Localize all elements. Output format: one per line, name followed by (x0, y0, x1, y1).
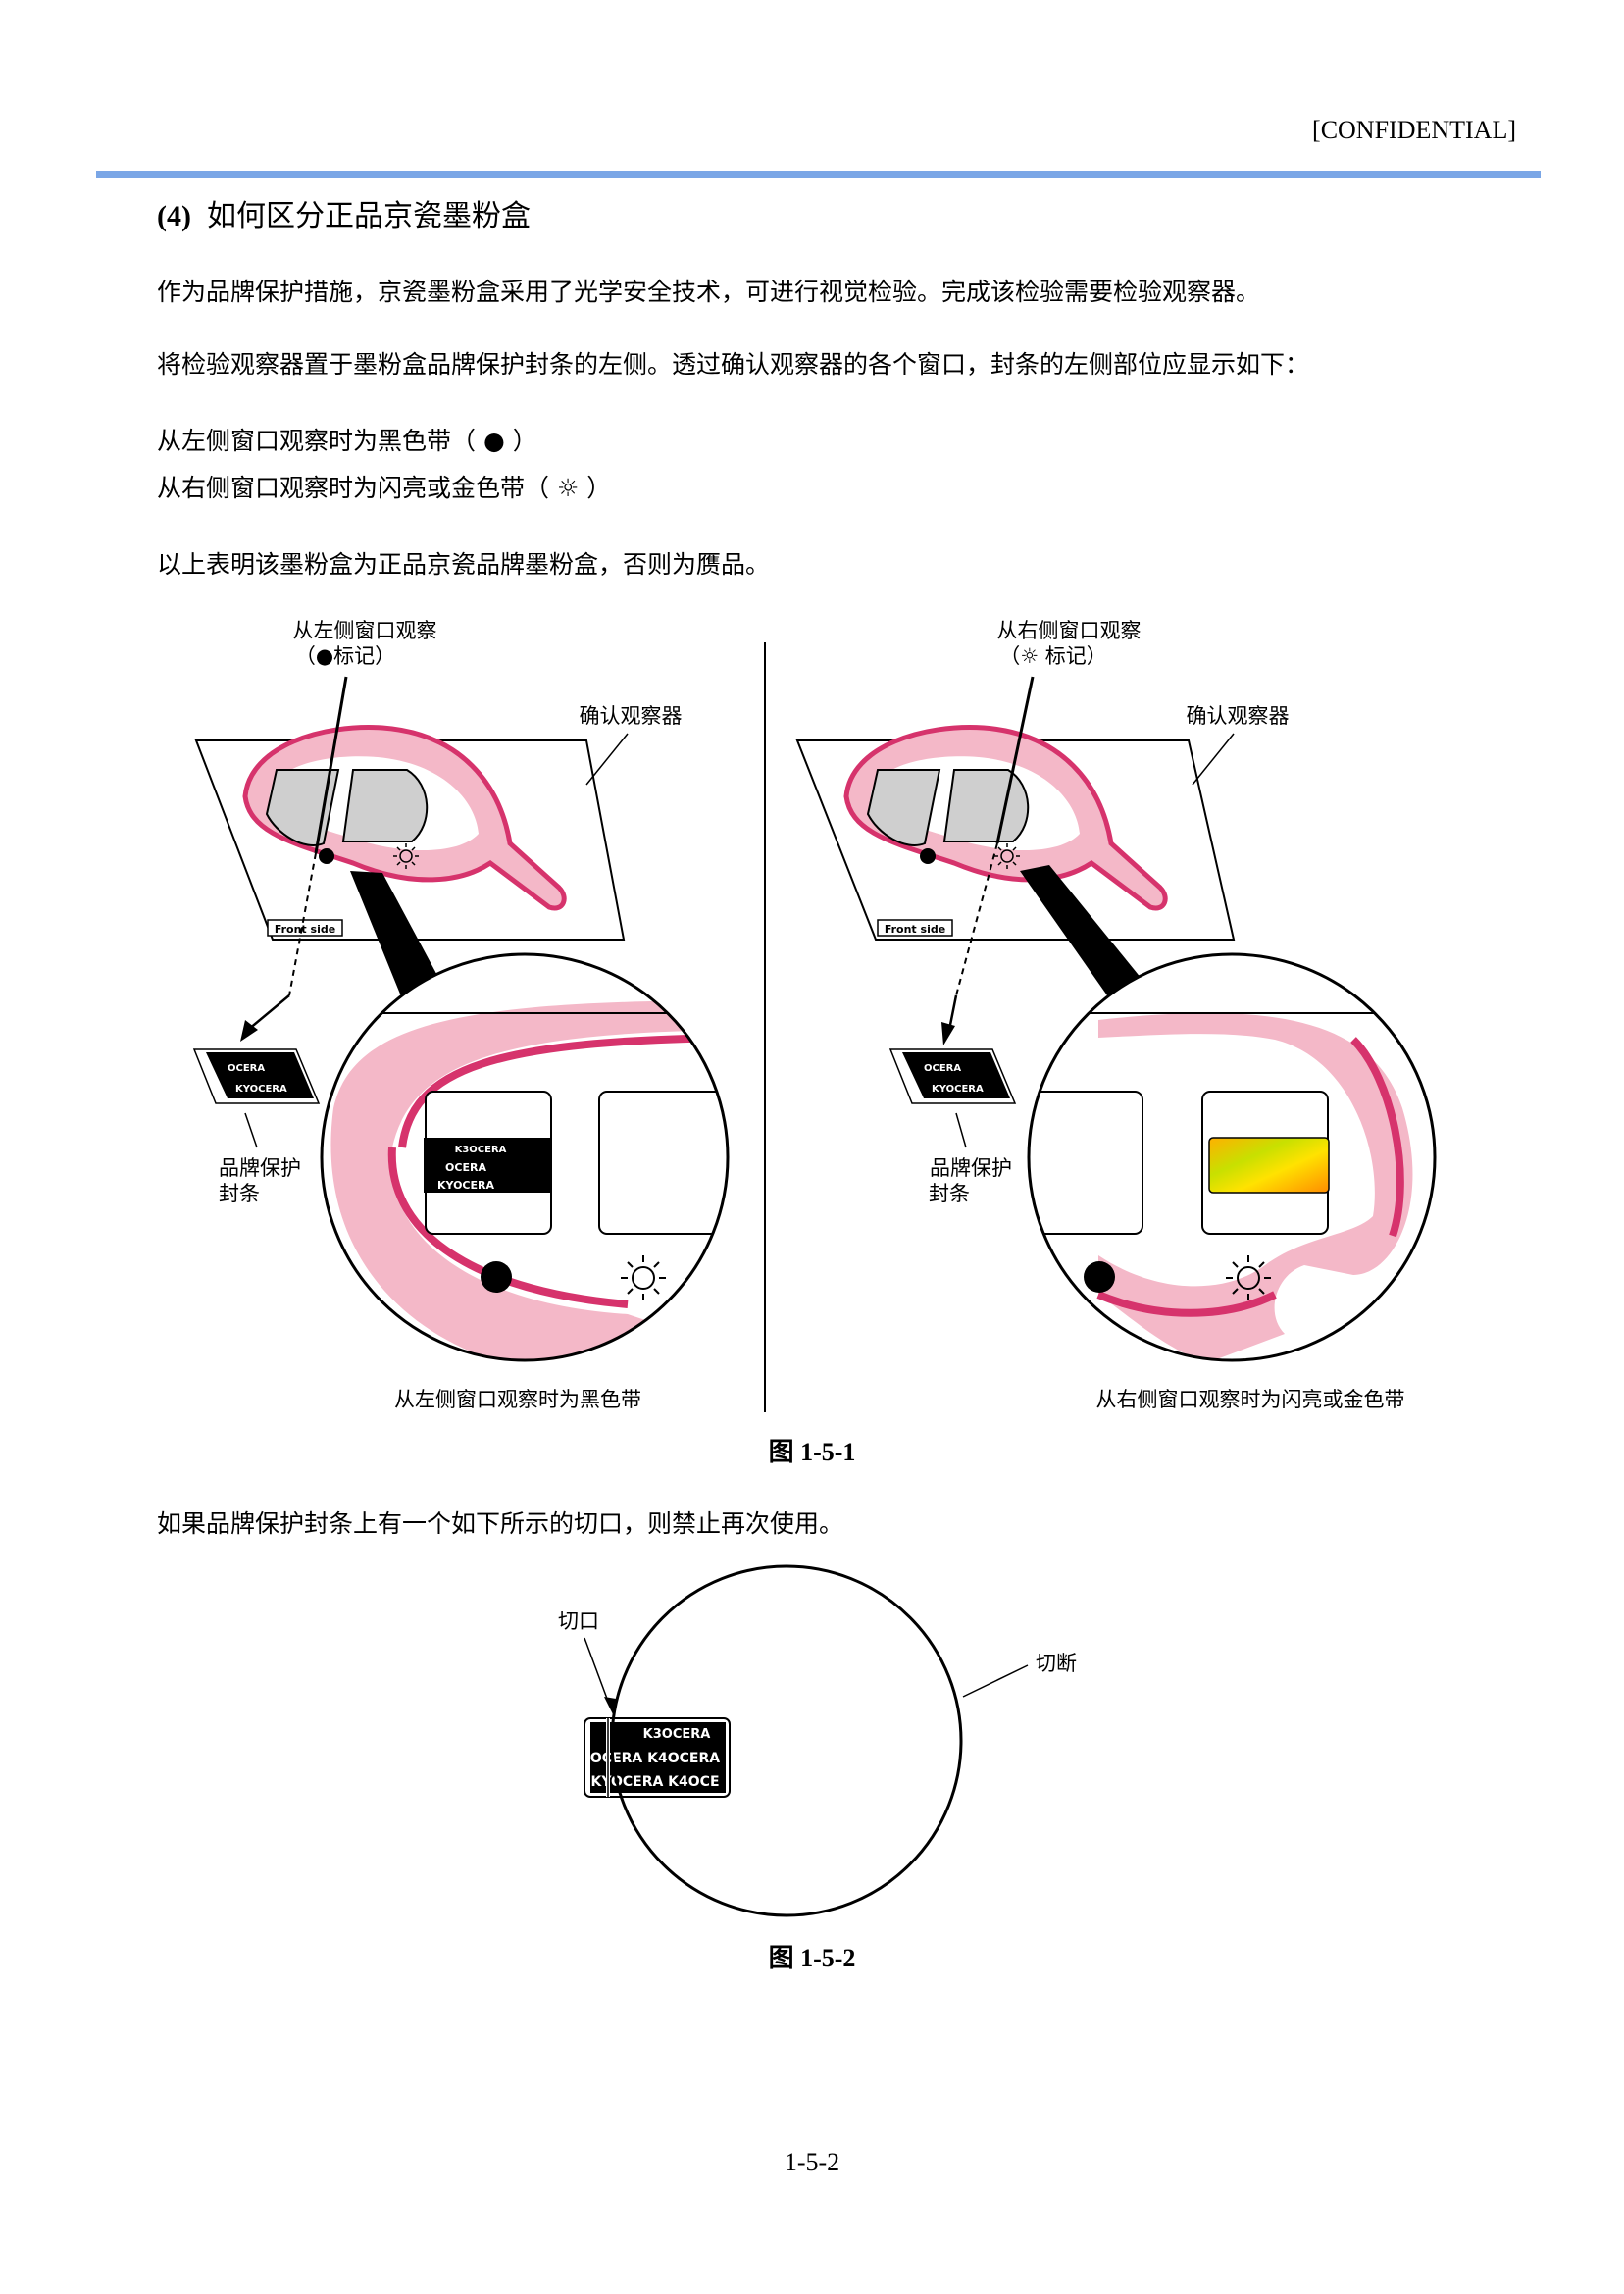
seal-small-left: OCERA KYOCERA (192, 1048, 321, 1104)
cut-circle (610, 1564, 963, 1917)
svg-text:KYOCERA K4OCE: KYOCERA K4OCE (590, 1774, 719, 1790)
section-number: (4) (157, 200, 191, 232)
gold-band (1208, 1137, 1330, 1194)
figure-2-caption: 图 1-5-2 (768, 1944, 856, 1972)
window-right-2 (942, 769, 1030, 842)
svg-text:OCERA: OCERA (924, 1063, 961, 1074)
figure-2: K3OCERA OCERA K4OCERA KYOCERA K4OCE 切口 切… (0, 1559, 1624, 1952)
seal-label-left-2: 封条 (219, 1182, 260, 1205)
svg-text:OCERA: OCERA (228, 1063, 265, 1074)
window-left-2 (341, 769, 429, 842)
confidential-label: [CONFIDENTIAL] (1312, 116, 1516, 144)
window-right-1 (866, 769, 941, 846)
window-left-1 (265, 769, 340, 846)
seal-label-left-1: 品牌保护 (219, 1156, 301, 1180)
right-title-2: （☼ 标记） (999, 644, 1107, 668)
svg-text:OCERA: OCERA (445, 1161, 486, 1174)
paragraph-1: 作为品牌保护措施，京瓷墨粉盒采用了光学安全技术，可进行视觉检验。完成该检验需要检… (157, 278, 1261, 306)
svg-text:K3OCERA: K3OCERA (643, 1727, 711, 1742)
zoom-circle-right (1027, 952, 1437, 1362)
paragraph-5: 以上表明该墨粉盒为正品京瓷品牌墨粉盒，否则为赝品。 (157, 550, 771, 579)
svg-text:K3OCERA: K3OCERA (455, 1145, 507, 1155)
left-bottom-caption: 从左侧窗口观察时为黑色带 (394, 1388, 641, 1411)
front-side-label-left: Front side (275, 923, 335, 936)
left-title-2: （●标记） (295, 644, 395, 668)
paragraph-4: 从右侧窗口观察时为闪亮或金色带（ ☼ ） (157, 474, 612, 502)
right-panel: Front side 确认观察器 从右侧窗口观察 （☼ 标记） OCERA KY… (795, 619, 1437, 1411)
svg-text:KYOCERA: KYOCERA (932, 1084, 984, 1095)
right-title-1: 从右侧窗口观察 (997, 619, 1142, 642)
right-bottom-caption: 从右侧窗口观察时为闪亮或金色带 (1096, 1388, 1405, 1411)
seal-small-right: OCERA KYOCERA (888, 1048, 1017, 1104)
sun-mark-right (994, 843, 1020, 869)
paragraph-2: 将检验观察器置于墨粉盒品牌保护封条的左侧。透过确认观察器的各个窗口，封条的左侧部… (157, 350, 1310, 379)
seal-zoom-left: K3OCERA OCERA KYOCERA (424, 1138, 551, 1193)
cut-label: 切断 (1036, 1652, 1077, 1675)
seal-label-right-1: 品牌保护 (930, 1156, 1012, 1180)
notch-label: 切口 (558, 1609, 599, 1633)
svg-text:KYOCERA: KYOCERA (437, 1179, 495, 1192)
dot-mark-right (920, 848, 936, 864)
page-number: 1-5-2 (784, 2148, 840, 2176)
seal-label-right-2: 封条 (929, 1182, 970, 1205)
pink-loop-right (843, 725, 1168, 911)
viewer-card-right (795, 739, 1236, 941)
left-title-1: 从左侧窗口观察 (293, 619, 437, 642)
paragraph-3: 从左侧窗口观察时为黑色带（ ● ） (157, 427, 537, 455)
viewer-label-right: 确认观察器 (1187, 704, 1290, 728)
svg-text:OCERA K4OCERA: OCERA K4OCERA (590, 1751, 720, 1766)
section-heading: (4) 如何区分正品京瓷墨粉盒 (157, 191, 531, 234)
dot-mark-left (319, 848, 334, 864)
viewer-card-left (194, 739, 626, 941)
front-side-label-right: Front side (885, 923, 945, 936)
figure-1-caption: 图 1-5-1 (768, 1438, 856, 1466)
header-rule (96, 171, 1541, 178)
svg-text:KYOCERA: KYOCERA (235, 1084, 287, 1095)
viewer-label-left: 确认观察器 (580, 704, 683, 728)
paragraph-6: 如果品牌保护封条上有一个如下所示的切口，则禁止再次使用。 (157, 1509, 844, 1538)
pink-loop-left (242, 725, 567, 911)
section-title: 如何区分正品京瓷墨粉盒 (206, 199, 531, 233)
left-panel: Front side 确认观察器 从左侧窗口观察 （●标记） OCERA KYO… (192, 619, 730, 1411)
cut-seal: K3OCERA OCERA K4OCERA KYOCERA K4OCE (584, 1717, 731, 1798)
sun-mark-left (393, 843, 419, 869)
zoom-circle-left (320, 952, 730, 1362)
